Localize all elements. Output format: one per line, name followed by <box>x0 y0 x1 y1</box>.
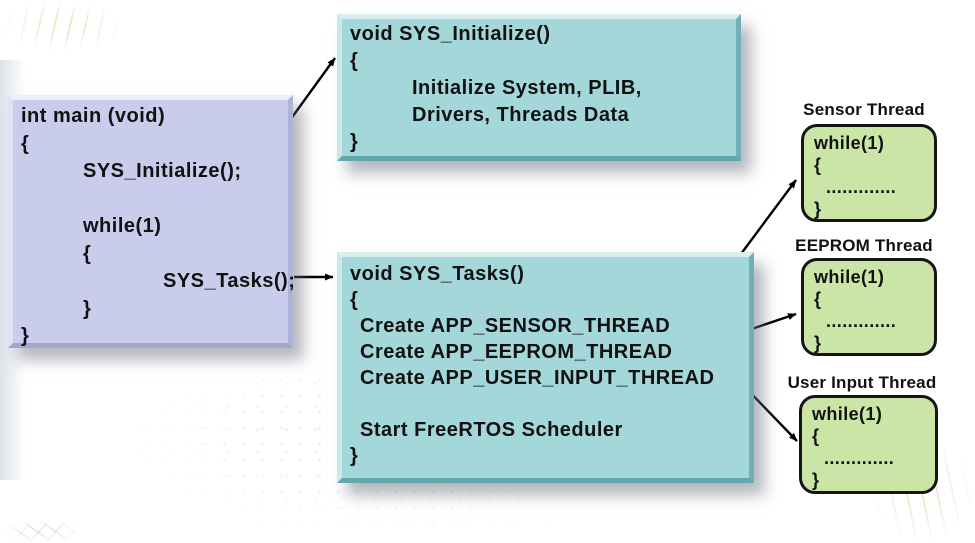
main-code: int main (void) { SYS_Initialize(); while(… <box>13 100 296 354</box>
code-line: { <box>814 289 822 309</box>
sys-tasks-code: void SYS_Tasks() {Create APP_SENSOR_THREA… <box>342 257 749 473</box>
code-line <box>21 186 280 214</box>
code-line: int main (void) <box>21 105 166 127</box>
user-input-thread-label: User Input Thread <box>787 373 937 392</box>
code-line: { <box>814 155 822 175</box>
code-line: void SYS_Tasks() <box>350 263 525 285</box>
background-texture-bottomleft <box>0 423 280 543</box>
code-line: while(1) <box>814 133 885 153</box>
sys-initialize-code: void SYS_Initialize() { Initialize System,… <box>342 19 736 158</box>
sys-initialize-box: void SYS_Initialize() { Initialize System,… <box>337 14 741 161</box>
sys-tasks-box: void SYS_Tasks() {Create APP_SENSOR_THREA… <box>337 252 754 483</box>
code-line: ............. <box>826 311 897 331</box>
code-line: { <box>350 50 359 72</box>
user-input-thread-code: while(1){.............} <box>802 398 935 496</box>
code-line: Create APP_EEPROM_THREAD <box>360 341 673 363</box>
code-line: while(1) <box>814 267 885 287</box>
code-line: SYS_Tasks(); <box>163 270 296 292</box>
code-line: Start FreeRTOS Scheduler <box>360 419 623 441</box>
code-line: } <box>814 199 822 219</box>
code-line: } <box>21 325 30 347</box>
eeprom-thread-code: while(1){.............} <box>804 261 934 359</box>
code-line: } <box>812 470 820 490</box>
code-line: ............. <box>826 177 897 197</box>
code-line: Create APP_USER_INPUT_THREAD <box>360 367 715 389</box>
code-line: ............. <box>824 448 895 468</box>
code-line: { <box>350 289 359 311</box>
code-line: Drivers, Threads Data <box>412 104 630 126</box>
sensor-thread-code: while(1){.............} <box>804 127 934 225</box>
code-line: while(1) <box>83 215 162 237</box>
code-line: Create APP_SENSOR_THREAD <box>360 315 671 337</box>
code-line: void SYS_Initialize() <box>350 23 551 45</box>
code-line: { <box>812 426 820 446</box>
code-line: } <box>350 131 359 153</box>
code-line: while(1) <box>812 404 883 424</box>
eeprom-thread-box: while(1){.............} <box>801 258 937 356</box>
eeprom-thread-label: EEPROM Thread <box>795 236 933 255</box>
sensor-thread-label: Sensor Thread <box>803 100 925 119</box>
code-line: } <box>350 445 359 467</box>
code-line: Initialize System, PLIB, <box>412 77 642 99</box>
code-line <box>350 391 741 417</box>
user-input-thread-box: while(1){.............} <box>799 395 938 494</box>
main-code-box: int main (void) { SYS_Initialize(); while(… <box>8 95 295 348</box>
code-line: { <box>21 132 30 155</box>
code-line: SYS_Initialize(); <box>83 160 242 182</box>
code-line: } <box>83 297 92 320</box>
code-line: } <box>814 333 822 353</box>
code-line: { <box>83 242 92 265</box>
sensor-thread-box: while(1){.............} <box>801 124 937 222</box>
